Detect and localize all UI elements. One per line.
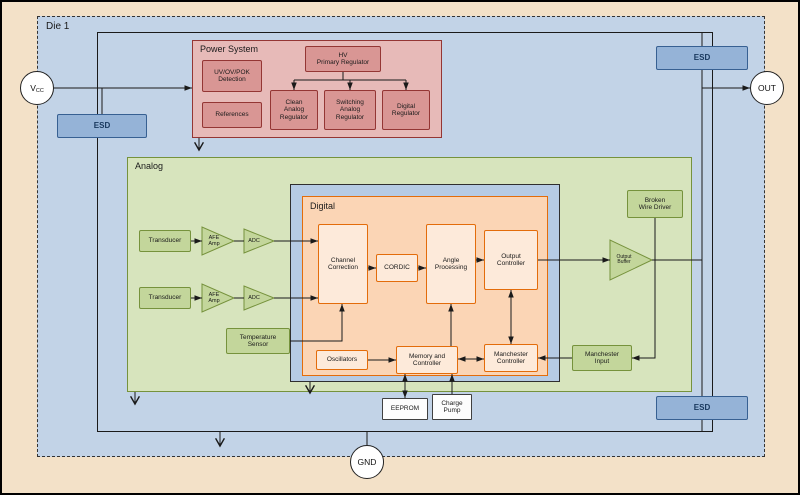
block-memory-and-controller: Memory and Controller: [396, 346, 458, 374]
block-eeprom: EEPROM: [382, 398, 428, 420]
block-switching-analog-regulator: Switching Analog Regulator: [324, 90, 376, 130]
digital-label: Digital: [310, 201, 336, 211]
block-clean-analog-regulator: Clean Analog Regulator: [270, 90, 318, 130]
pad-vcc-label: V: [30, 83, 36, 93]
adc-2-label: ADC: [248, 294, 260, 301]
analog-label: Analog: [135, 161, 164, 171]
die-label: Die 1: [46, 21, 70, 32]
block-charge-pump: Charge Pump: [432, 394, 472, 420]
pad-gnd: GND: [350, 445, 384, 479]
block-angle-processing: Angle Processing: [426, 224, 476, 304]
pad-out: OUT: [750, 71, 784, 105]
block-manchester-controller: Manchester Controller: [484, 344, 538, 372]
output-buffer-label: Output Buffer: [616, 253, 632, 265]
pad-out-label: OUT: [758, 83, 776, 93]
esd-block-top-right: ESD: [656, 46, 748, 70]
block-channel-correction: Channel Correction: [318, 224, 368, 304]
afe-amp-2-label: AFE Amp: [208, 291, 220, 304]
esd-block-bottom-right: ESD: [656, 396, 748, 420]
block-digital-regulator: Digital Regulator: [382, 90, 430, 130]
block-output-controller: Output Controller: [484, 230, 538, 290]
block-broken-wire-driver: Broken Wire Driver: [627, 190, 683, 218]
block-manchester-input: Manchester Input: [572, 345, 632, 371]
power-system-label: Power System: [200, 44, 259, 54]
adc-1-label: ADC: [248, 237, 260, 244]
block-transducer-1: Transducer: [139, 230, 191, 252]
afe-amp-1-label: AFE Amp: [208, 234, 220, 247]
block-uv-ov-pok-detection: UV/OV/POK Detection: [202, 60, 262, 92]
block-hv-primary-regulator: HV Primary Regulator: [305, 46, 381, 72]
block-oscillators: Oscillators: [316, 350, 368, 370]
pad-vcc-sub-label: CC: [35, 87, 44, 94]
block-cordic: CORDIC: [376, 254, 418, 282]
block-transducer-2: Transducer: [139, 287, 191, 309]
esd-block-left: ESD: [57, 114, 147, 138]
block-references: References: [202, 102, 262, 128]
block-temperature-sensor: Temperature Sensor: [226, 328, 290, 354]
pad-gnd-label: GND: [357, 457, 377, 467]
